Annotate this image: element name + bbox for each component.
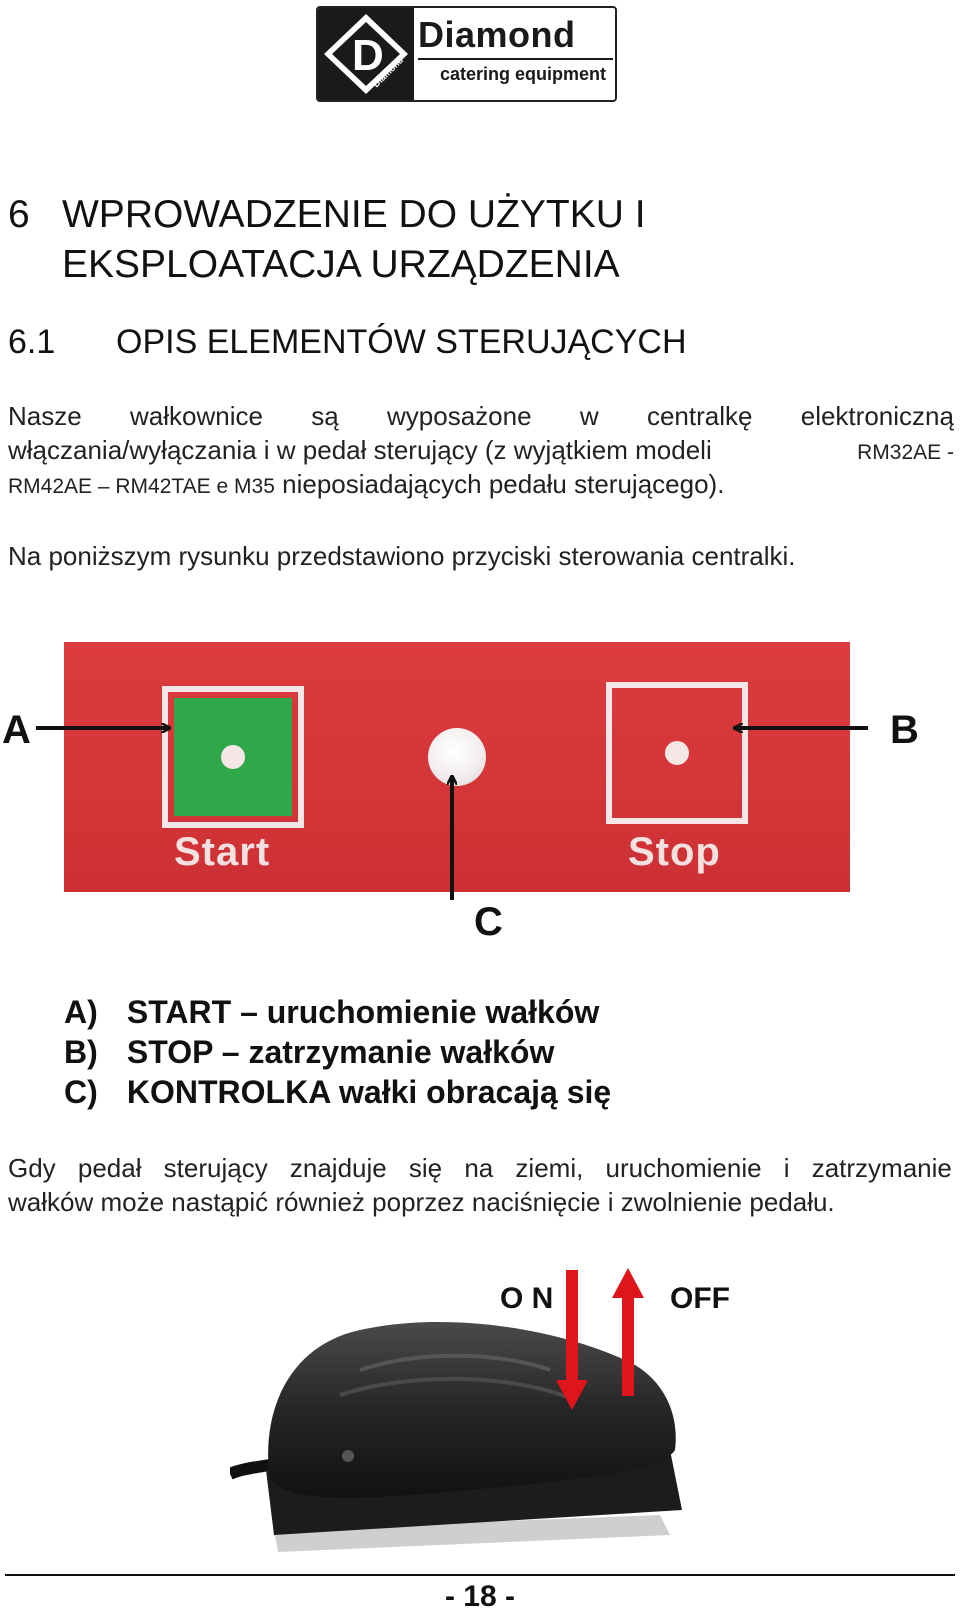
control-panel-image: Start Stop	[64, 642, 850, 892]
paragraph1-line2-text: włączania/wyłączania i w pedał sterujący…	[8, 435, 712, 465]
word: i	[783, 1153, 790, 1183]
word: pedał	[77, 1153, 142, 1183]
on-arrow	[556, 1270, 588, 1410]
logo-emblem: D Diamond	[318, 8, 414, 100]
page-number: - 18 -	[444, 1580, 516, 1613]
start-button-fill	[174, 698, 292, 816]
stop-dot	[665, 741, 689, 765]
word: Gdy	[8, 1153, 56, 1183]
callout-arrows	[36, 640, 868, 900]
section-title-line2: EKSPLOATACJA URZĄDZENIA	[62, 243, 620, 286]
indicator-lamp	[428, 728, 486, 786]
word: wałkownice	[130, 401, 263, 431]
paragraph1-line3: RM42AE – RM42TAE e M35 nieposiadających …	[8, 466, 724, 505]
word: ziemi,	[515, 1153, 584, 1183]
pedal-shell	[268, 1321, 676, 1498]
off-label: OFF	[670, 1282, 730, 1315]
pedal-screw	[342, 1450, 354, 1462]
paragraph3-line1: Gdy pedał sterujący znajduje się na ziem…	[8, 1150, 952, 1186]
pedal-ridge	[339, 1376, 571, 1400]
legend-key: B)	[64, 1034, 98, 1070]
pedal-base	[274, 1515, 670, 1552]
word: się	[408, 1153, 443, 1183]
start-dot	[221, 745, 245, 769]
word: zatrzymanie	[811, 1153, 952, 1183]
word: elektroniczną	[800, 401, 954, 431]
section-title-line1: WPROWADZENIE DO UŻYTKU I	[62, 193, 646, 236]
logo-emblem-letter: D	[352, 31, 384, 80]
paragraph1-line1: Nasze wałkownice są wyposażone w central…	[8, 398, 954, 434]
section-number: 6	[8, 193, 30, 236]
legend-key: A)	[64, 994, 98, 1030]
word: wyposażone	[387, 401, 532, 431]
logo-divider	[418, 58, 613, 60]
paragraph1-line2: włączania/wyłączania i w pedał sterujący…	[8, 432, 954, 471]
legend-item-c: C) KONTROLKA wałki obracają się	[64, 1072, 611, 1112]
word: na	[464, 1153, 494, 1183]
paragraph1-line2-models: RM32AE -	[857, 441, 954, 464]
paragraph3-line2: wałków może nastąpić również poprzez nac…	[8, 1187, 835, 1217]
word: są	[311, 401, 339, 431]
word: znajduje	[289, 1153, 387, 1183]
logo-tagline: catering equipment	[440, 64, 607, 84]
callout-b-label: B	[890, 708, 919, 752]
paragraph2: Na poniższym rysunku przedstawiono przyc…	[8, 541, 796, 571]
legend-text: STOP – zatrzymanie wałków	[126, 1034, 555, 1070]
word: Nasze	[8, 401, 82, 431]
legend-text: START – uruchomienie wałków	[126, 994, 600, 1030]
start-label: Start	[174, 830, 271, 874]
legend-key: C)	[64, 1074, 98, 1110]
word: centralkę	[646, 401, 753, 431]
footer-divider	[5, 1574, 955, 1576]
callout-c-label: C	[474, 900, 503, 944]
foot-pedal-image	[230, 1268, 682, 1552]
stop-label: Stop	[628, 830, 721, 874]
paragraph1-line3-text: nieposiadających pedału sterującego).	[282, 469, 725, 499]
pedal-ridge	[359, 1353, 551, 1372]
callout-a-label: A	[2, 708, 31, 752]
legend-item-b: B) STOP – zatrzymanie wałków	[64, 1032, 554, 1072]
legend-text: KONTROLKA wałki obracają się	[126, 1074, 612, 1110]
subsection-number: 6.1	[8, 323, 56, 361]
subsection-title: OPIS ELEMENTÓW STERUJĄCYCH	[116, 323, 687, 361]
legend-item-a: A) START – uruchomienie wałków	[64, 992, 599, 1032]
word: w	[579, 401, 599, 431]
word: uruchomienie	[605, 1153, 762, 1183]
start-button	[162, 686, 304, 828]
on-label: O N	[500, 1282, 554, 1315]
logo-brand-name: Diamond	[418, 14, 576, 55]
pedal-cable	[230, 1459, 271, 1480]
brand-logo: D Diamond Diamond catering equipment	[316, 6, 617, 102]
paragraph1-line3-models: RM42AE – RM42TAE e M35	[8, 475, 275, 498]
stop-button	[606, 682, 748, 824]
off-arrow	[612, 1268, 644, 1396]
word: sterujący	[163, 1153, 268, 1183]
